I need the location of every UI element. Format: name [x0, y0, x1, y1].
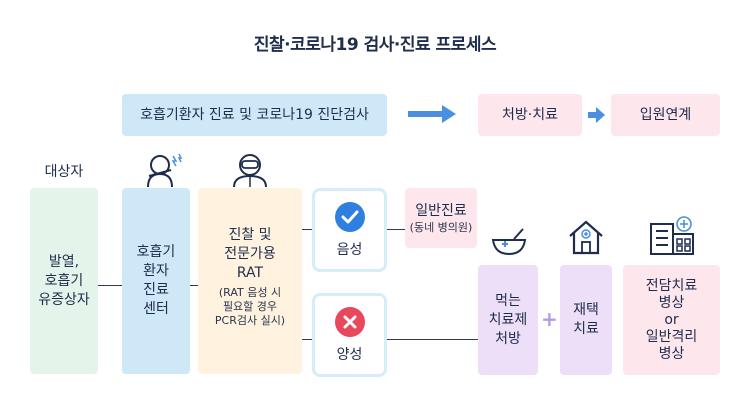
page-title: 진찰·코로나19 검사·진료 프로세스 [253, 35, 497, 55]
negative-result-box: 음성 [312, 188, 387, 272]
admit-label: 입원연계 [639, 106, 692, 123]
home-treatment-box: 재택 치료 [560, 265, 612, 375]
negative-label: 음성 [336, 241, 363, 258]
medicine-bowl-icon [491, 228, 527, 256]
checkmark-icon [334, 201, 365, 232]
plus-sign: + [541, 307, 558, 331]
connector-line [387, 339, 478, 340]
connector-line [98, 285, 122, 286]
connector-line [302, 339, 312, 340]
hospital-icon [650, 216, 694, 255]
house-medical-icon [569, 220, 603, 255]
arrow-right-icon [408, 105, 456, 123]
treat-label: 처방·치료 [502, 106, 558, 123]
general-care-sub: (동네 병의원) [409, 220, 473, 234]
general-care-label: 일반진료 [415, 202, 467, 219]
positive-result-box: 양성 [312, 293, 387, 377]
arrow-right-small-icon [588, 107, 605, 123]
oral-treatment-box: 먹는 치료제 처방 [478, 265, 538, 375]
admit-box: 입원연계 [611, 94, 720, 136]
connector-line [190, 285, 198, 286]
exam-box: 진찰 및 전문가용 RAT (RAT 음성 시 필요할 경우 PCR검사 실시) [198, 188, 302, 374]
general-care-box: 일반진료 (동네 병의원) [405, 188, 477, 248]
doctor-ppe-icon [233, 154, 267, 188]
positive-label: 양성 [336, 346, 363, 363]
target-box: 발열, 호흡기 유증상자 [30, 188, 98, 374]
main-process-box: 호흡기환자 진료 및 코로나19 진단검사 [122, 94, 387, 136]
bed-treatment-box: 전담치료 병상 or 일반격리 병상 [623, 265, 720, 375]
exam-label: 진찰 및 전문가용 RAT [224, 227, 276, 281]
patient-coughing-icon [147, 153, 183, 188]
respiratory-center-box: 호흡기 환자 진료 센터 [122, 188, 190, 374]
target-header: 대상자 [44, 164, 84, 180]
connector-line [302, 229, 312, 230]
x-mark-icon [334, 306, 365, 337]
treat-box: 처방·치료 [478, 94, 582, 136]
exam-note: (RAT 음성 시 필요할 경우 PCR검사 실시) [214, 286, 286, 327]
main-process-label: 호흡기환자 진료 및 코로나19 진단검사 [140, 106, 369, 123]
connector-line [387, 229, 405, 230]
